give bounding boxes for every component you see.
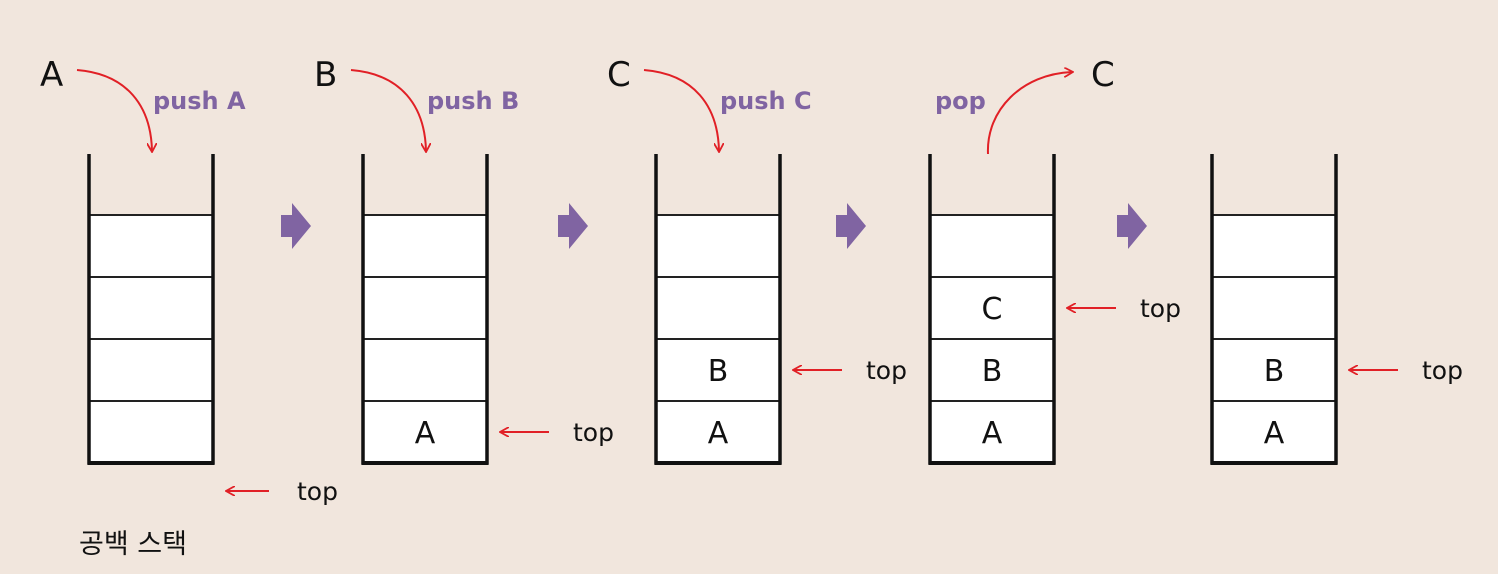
stack-3-incoming-element: C [607, 55, 631, 95]
stack-4-cell-2: C [982, 292, 1003, 327]
stack-2-operation-label: push B [427, 87, 519, 115]
stack-2-cell-0: A [415, 416, 436, 451]
stack-4-cell-1: B [982, 354, 1003, 389]
stack-3-operation-label: push C [720, 87, 812, 115]
stack-4-pop-curved-arrow-icon [986, 72, 1072, 155]
stack-1-operation-label: push A [153, 87, 246, 115]
stack-3-cell-1: B [708, 354, 729, 389]
stack-3-cell-0: A [708, 416, 729, 451]
stack-1-top-label: top [297, 477, 338, 506]
stack-1-push-curved-arrow-icon [76, 69, 152, 151]
stack-4-outgoing-element: C [1091, 55, 1115, 95]
stack-1-caption: 공백 스택 [79, 529, 187, 560]
stack-1-incoming-element: A [40, 55, 63, 95]
stack-2-top-label: top [573, 418, 614, 447]
stack-5-top-label: top [1422, 356, 1463, 385]
stack-5-cell-0: A [1264, 416, 1285, 451]
stack-2-incoming-element: B [314, 55, 337, 95]
stack-2-push-curved-arrow-icon [350, 69, 426, 151]
stack-4-cell-0: A [982, 416, 1003, 451]
stack-3-push-curved-arrow-icon [643, 69, 719, 151]
stack-4-operation-label: pop [935, 87, 986, 115]
step-arrow-1-icon [281, 203, 311, 249]
step-arrow-2-icon [558, 203, 588, 249]
stack-5-cell-1: B [1264, 354, 1285, 389]
stack-3-top-label: top [866, 356, 907, 385]
stack-4-top-label: top [1140, 294, 1181, 323]
step-arrow-4-icon [1117, 203, 1147, 249]
step-arrow-3-icon [836, 203, 866, 249]
